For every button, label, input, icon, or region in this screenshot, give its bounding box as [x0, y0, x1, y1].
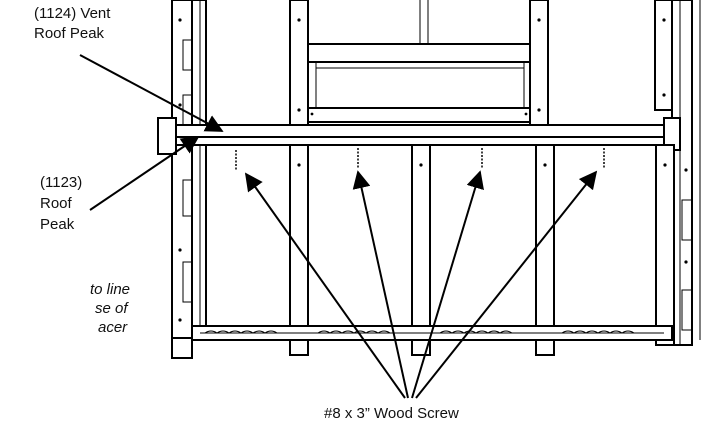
wall-studs — [289, 144, 675, 356]
note-line1: to line — [90, 281, 130, 298]
roof-peak-leader — [89, 135, 200, 211]
wood-screw-label: #8 x 3” Wood Screw — [324, 405, 459, 422]
roof-peak-beam — [157, 117, 681, 155]
roof-peak-label-line1: (1123) — [40, 174, 82, 191]
note-line3: acer — [98, 319, 128, 336]
right-wall-frame — [654, 0, 701, 346]
roof-peak-label-line3: Peak — [40, 216, 75, 233]
screw-leaders — [244, 170, 598, 399]
note-line2: se of — [95, 300, 129, 317]
upper-window-frame — [289, 0, 549, 127]
vent-roof-peak-label-line2: Roof Peak — [34, 25, 105, 42]
vent-roof-peak-leader — [79, 54, 224, 132]
left-wall-frame — [171, 0, 207, 359]
roof-peak-label-line2: Roof — [40, 195, 73, 212]
vent-roof-peak-label-line1: (1124) Vent — [34, 5, 111, 22]
